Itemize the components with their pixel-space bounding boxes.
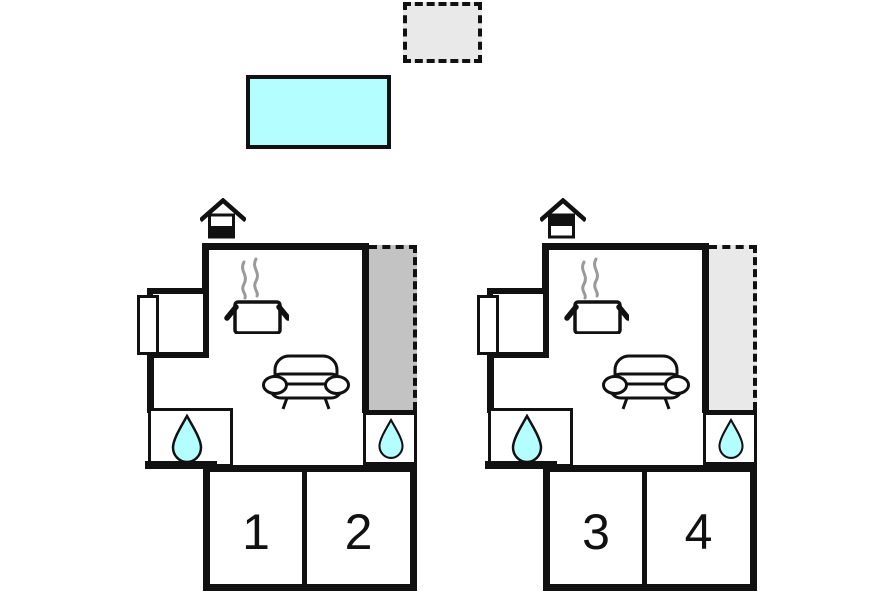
floor-level-house-icon <box>200 198 246 239</box>
stove-icon <box>564 257 629 334</box>
wall-bottom-left <box>485 461 557 469</box>
room-number: 4 <box>684 504 713 560</box>
room-cell: 4 <box>647 472 750 584</box>
apartment-unit-1: 1 2 <box>137 198 425 597</box>
room-number: 3 <box>582 504 610 560</box>
bedroom-block: 1 2 <box>203 465 417 591</box>
water-drop-icon <box>378 417 404 459</box>
stove-icon <box>224 257 289 334</box>
window-icon <box>137 295 159 355</box>
open-terrace <box>709 245 757 410</box>
covered-terrace <box>369 245 417 410</box>
sofa-icon <box>262 354 350 410</box>
open-terrace-legend-swatch <box>403 2 482 63</box>
wall-left-lower <box>147 353 154 413</box>
bedroom-block: 3 4 <box>543 465 757 591</box>
wall-bottom-left <box>145 461 217 469</box>
wall-right <box>702 243 709 413</box>
wall-left-lower <box>487 353 494 413</box>
room-cell: 1 <box>210 472 302 584</box>
room-cell: 3 <box>550 472 642 584</box>
water-drop-icon <box>171 414 203 464</box>
room-number: 1 <box>242 504 270 560</box>
pool-legend-swatch <box>246 75 391 149</box>
wall-left-upper <box>542 243 549 293</box>
wall-right <box>362 243 369 413</box>
room-number: 2 <box>344 504 373 560</box>
wall-left-upper <box>202 243 209 293</box>
room-cell: 2 <box>307 472 410 584</box>
water-drop-icon <box>511 414 543 464</box>
room-divider-wall <box>302 472 307 584</box>
wall-top <box>542 243 709 250</box>
room-divider-wall <box>642 472 647 584</box>
water-drop-icon <box>718 417 744 459</box>
apartment-unit-2: 3 4 <box>477 198 765 597</box>
floor-level-house-icon <box>540 198 586 239</box>
sofa-icon <box>602 354 690 410</box>
window-icon <box>477 295 499 355</box>
wall-top <box>202 243 369 250</box>
